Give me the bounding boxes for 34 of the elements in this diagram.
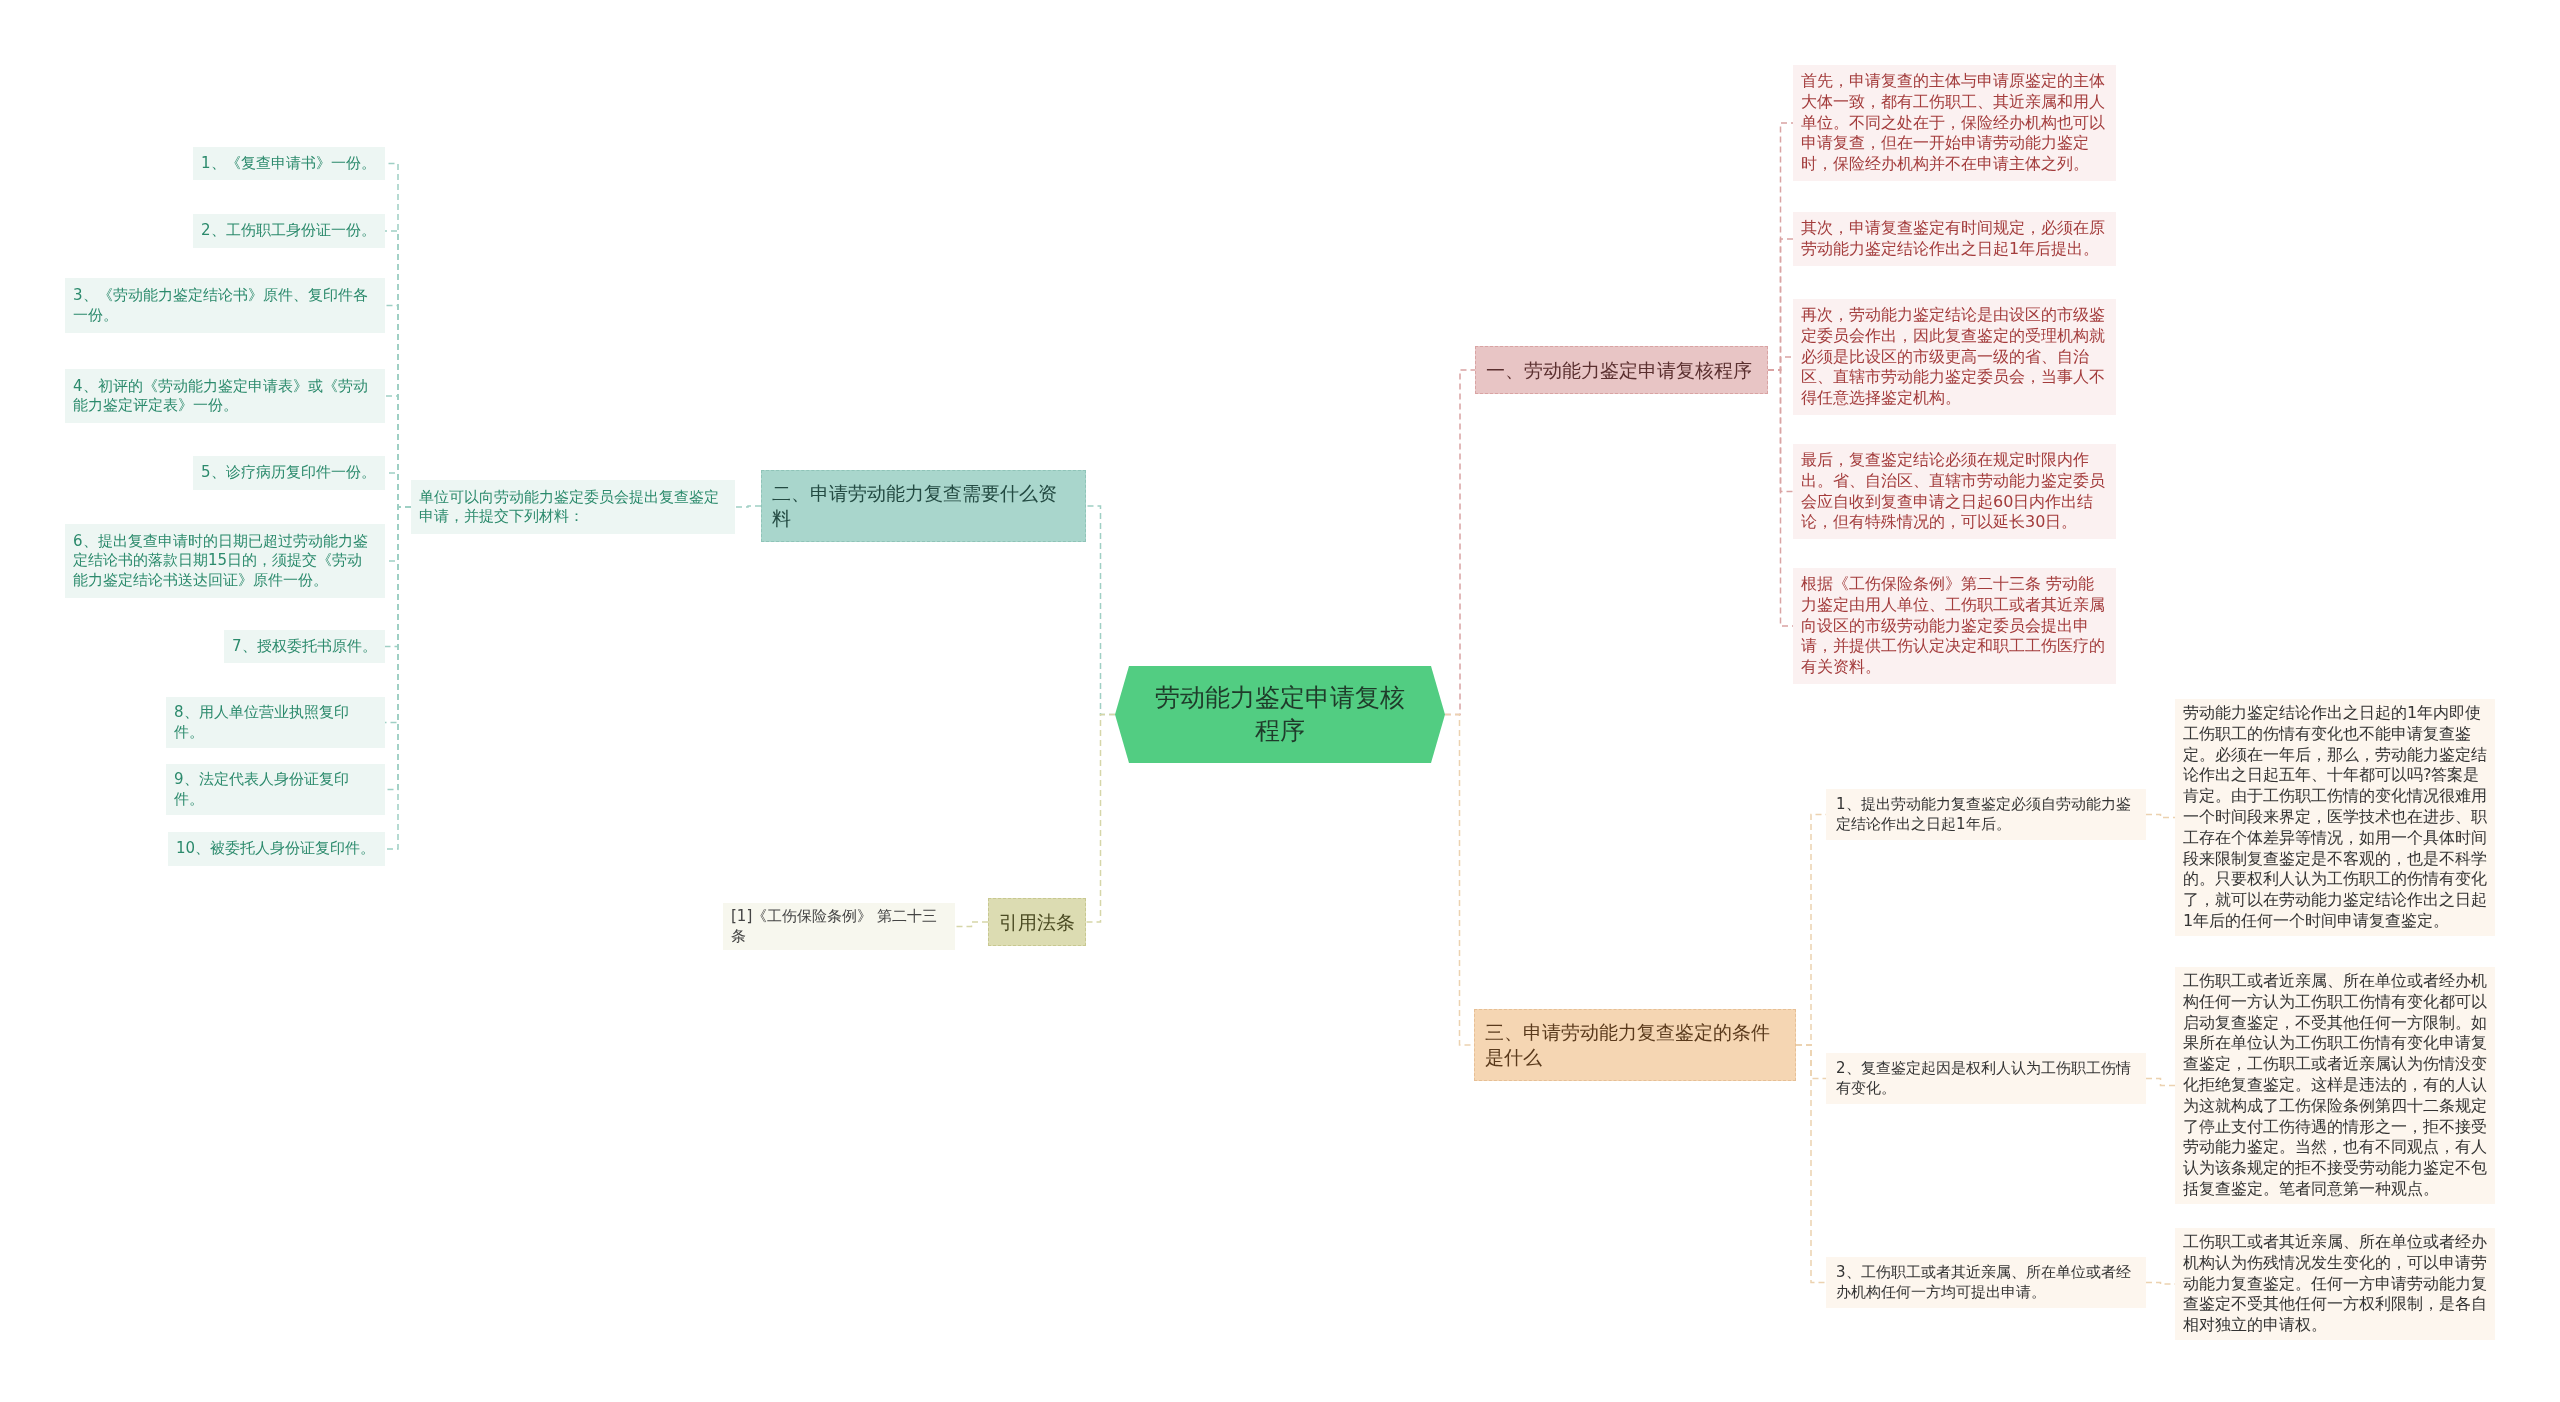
list-item: 4、初评的《劳动能力鉴定申请表》或《劳动能力鉴定评定表》一份。	[65, 369, 385, 423]
note-text: 其次，申请复查鉴定有时间规定，必须在原劳动能力鉴定结论作出之日起1年后提出。	[1793, 212, 2116, 266]
list-item: 8、用人单位营业执照复印件。	[166, 697, 385, 748]
connector-line	[2145, 813, 2176, 819]
branch-topic: 三、申请劳动能力复查鉴定的条件是什么	[1474, 1009, 1796, 1081]
sub-topic: 2、复查鉴定起因是权利人认为工伤职工伤情有变化。	[1826, 1053, 2146, 1104]
branch-topic: 引用法条	[988, 898, 1086, 946]
list-item: 10、被委托人身份证复印件。	[168, 832, 385, 866]
list-item: 2、工伤职工身份证一份。	[193, 214, 385, 248]
detail-text: 劳动能力鉴定结论作出之日起的1年内即使工伤职工的伤情有变化也不能申请复查鉴定。必须在一年后，那么，劳动能力鉴定结论作出之日起五年、十年都可以吗?答案是肯定。由于工伤职工伤情的变化情况很难用一个时间段来界定，医学技术也在进步、职工存在个体差异等情况，如用一个具体时间段来限制复查鉴定是不客观的，也是不科学的。只要权利人认为工伤职工的伤情有变化了，就可以在劳动能力鉴定结论作出之日起1年后的任何一个时间申请复查鉴定。	[2175, 699, 2495, 936]
connector-line	[954, 921, 989, 928]
sub-topic: 3、工伤职工或者其近亲属、所在单位或者经办机构任何一方均可提出申请。	[1826, 1257, 2146, 1308]
branch-topic: 二、申请劳动能力复查需要什么资料	[761, 470, 1086, 542]
citation-text: [1]《工伤保险条例》 第二十三条	[723, 903, 955, 950]
detail-text: 工伤职工或者其近亲属、所在单位或者经办机构认为伤残情况发生变化的，可以申请劳动能力复查鉴定。任何一方申请劳动能力复查鉴定不受其他任何一方权利限制，是各自相对独立的申请权。	[2175, 1228, 2495, 1340]
note-text: 再次，劳动能力鉴定结论是由设区的市级鉴定委员会作出，因此复查鉴定的受理机构就必须是比设区的市级更高一级的省、自治区、直辖市劳动能力鉴定委员会，当事人不得任意选择鉴定机构。	[1793, 299, 2116, 415]
branch-topic: 一、劳动能力鉴定申请复核程序	[1475, 346, 1768, 394]
connector-line	[1795, 1044, 1827, 1284]
detail-text: 工伤职工或者近亲属、所在单位或者经办机构任何一方认为工伤职工伤情有变化都可以启动复查鉴定，不受其他任何一方限制。如果所在单位认为工伤职工伤情有变化申请复查鉴定，工伤职工或者近亲属认为伤情没变化拒绝复查鉴定。这样是违法的，有的人认为这就构成了工伤保险条例第四十二条规定了停止支付工伤待遇的情形之一，拒不接受劳动能力鉴定。当然，也有不同观点，有人认为该条规定的拒不接受劳动能力鉴定不包括复查鉴定。笔者同意第一种观点。	[2175, 967, 2495, 1204]
note-text: 根据《工伤保险条例》第二十三条 劳动能力鉴定由用人单位、工伤职工或者其近亲属向设区的市级劳动能力鉴定委员会提出申请，并提供工伤认定决定和职工工伤医疗的有关资料。	[1793, 568, 2116, 684]
central-topic-hexagon: 劳动能力鉴定申请复核程序	[1115, 666, 1445, 763]
note-text: 首先，申请复查的主体与申请原鉴定的主体大体一致，都有工伤职工、其近亲属和用人单位。不同之处在于，保险经办机构也可以申请复查，但在一开始申请劳动能力鉴定时，保险经办机构并不在申请主体之列。	[1793, 65, 2116, 181]
list-item: 9、法定代表人身份证复印件。	[166, 764, 385, 815]
connector-line	[1085, 713, 1116, 923]
list-item: 5、诊疗病历复印件一份。	[193, 456, 385, 490]
sub-topic: 1、提出劳动能力复查鉴定必须自劳动能力鉴定结论作出之日起1年后。	[1826, 789, 2146, 840]
list-item: 7、授权委托书原件。	[224, 630, 385, 663]
note-text: 最后，复查鉴定结论必须在规定时限内作出。省、自治区、直辖市劳动能力鉴定委员会应自收到复查申请之日起60日内作出结论，但有特殊情况的，可以延长30日。	[1793, 444, 2116, 540]
list-item: 1、《复查申请书》一份。	[193, 147, 385, 180]
connector-line	[2145, 1077, 2176, 1087]
list-item: 6、提出复查申请时的日期已超过劳动能力鉴定结论书的落款日期15日的，须提交《劳动能力鉴定结论书送达回证》原件一份。	[65, 524, 385, 598]
sub-topic: 单位可以向劳动能力鉴定委员会提出复查鉴定申请，并提交下列材料：	[411, 480, 735, 534]
list-item: 3、《劳动能力鉴定结论书》原件、复印件各一份。	[65, 278, 385, 333]
connector-line	[734, 505, 762, 508]
